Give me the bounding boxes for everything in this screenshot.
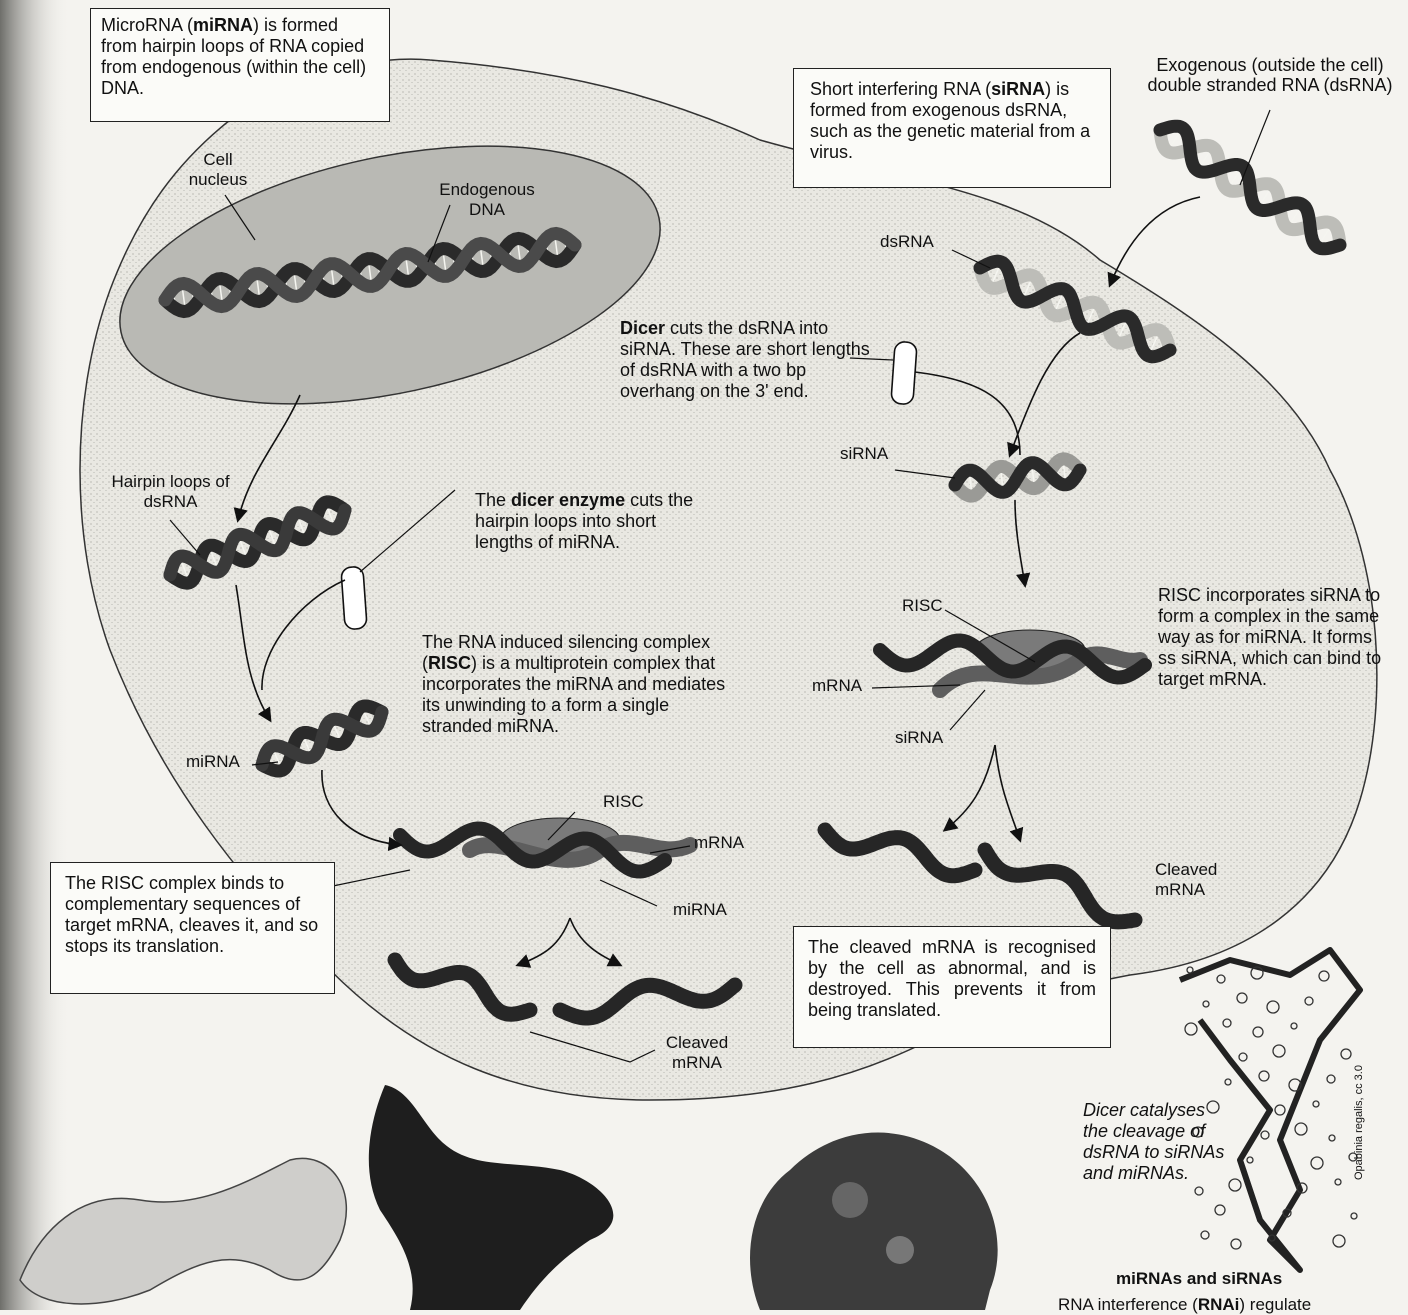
ribbon-coil [1305,997,1313,1005]
text-body: The [475,490,511,510]
ribbon-coil [1223,1019,1231,1027]
ribbon-coil [1237,993,1247,1003]
ribbon-coil [1295,1123,1307,1135]
box-text: The RISC complex binds to complementary … [65,873,318,956]
ribbon-coil [1185,1023,1197,1035]
ribbon-coil [1201,1231,1209,1239]
ribbon-coil [1291,1023,1297,1029]
box-text: MicroRNA ( [101,15,193,35]
ribbon-coil [1335,1179,1341,1185]
ribbon-coil [1261,1131,1269,1139]
risc-incorporates-text: RISC incorporates siRNA to form a comple… [1158,585,1390,690]
ribbon-coil [1225,1079,1231,1085]
ribbon-coil [1351,1213,1357,1219]
ribbon-coil [1187,967,1193,973]
ribbon-coil [1231,1239,1241,1249]
ribbon-coil [1229,1179,1241,1191]
ribbon-coil [1215,1205,1225,1215]
label-mirna-right: miRNA [673,900,727,920]
ribbon-coil [1275,1105,1285,1115]
protein-structure-surface-2 [369,1085,614,1310]
image-credit: Opabinia regalis, cc 3.0 [1353,1065,1365,1180]
ribbon-coil [1273,1045,1285,1057]
text-bold: dicer enzyme [511,490,625,510]
label-risc-right: RISC [902,596,943,616]
mirna-formation-box: MicroRNA (miRNA) is formed from hairpin … [90,8,390,122]
risc-binds-box: The RISC complex binds to complementary … [50,862,335,994]
text-bold: Dicer [620,318,665,338]
label-mrna-left: mRNA [694,833,744,853]
box-bold: miRNA [193,15,253,35]
ribbon-coil [1333,1235,1345,1247]
label-mrna-right: mRNA [812,676,862,696]
ribbon-coil [1313,1101,1319,1107]
ribbon-coil [1217,975,1225,983]
box-bold: siRNA [991,79,1045,99]
label-dsrna: dsRNA [880,232,934,252]
ribbon-coil [1329,1135,1335,1141]
box-text: Short interfering RNA ( [810,79,991,99]
helix-strand [1160,126,1340,249]
ribbon-coil [1247,1157,1253,1163]
label-sirna-bottom: siRNA [895,728,943,748]
ribbon-coil [1203,1001,1209,1007]
ribbon-coil [1239,1053,1247,1061]
exogenous-dsrna-helix [1160,126,1340,249]
protein-structure-surface-3 [750,1133,998,1310]
ribbon-coil [1195,1187,1203,1195]
sirna-formation-box: Short interfering RNA (siRNA) is formed … [793,68,1111,188]
dicer-enzyme-text: The dicer enzyme cuts the hairpin loops … [475,490,715,553]
ribbon-coil [1341,1049,1351,1059]
ribbon-coil [1259,1071,1269,1081]
ribbon-coil [1253,1027,1263,1037]
label-sirna: siRNA [840,444,888,464]
label-mirna: miRNA [186,752,240,772]
ribbon-coil [1327,1075,1335,1083]
dicer-enzyme-icon [341,566,367,629]
text-bold: RISC [428,653,471,673]
cleaved-destroyed-box: The cleaved mRNA is recognised by the ce… [793,926,1111,1048]
dicer-catalyses-caption: Dicer catalyses the cleavage of dsRNA to… [1083,1100,1228,1184]
label-hairpin-loops: Hairpin loops of dsRNA [108,472,233,512]
ribbon-coil [1311,1157,1323,1169]
section-title: miRNAs and siRNAs [1116,1268,1282,1289]
label-exogenous-dsrna: Exogenous (outside the cell) double stra… [1132,55,1408,95]
box-text: The cleaved mRNA is recognised by the ce… [808,937,1096,1020]
page-edge-shadow [0,0,70,1310]
label-cleaved-mrna-right: Cleaved mRNA [1155,860,1235,900]
footer-text-fragment: RNA interference (RNAi) regulate [1058,1294,1311,1315]
dicer-cuts-text: Dicer cuts the dsRNA into siRNA. These a… [620,318,875,402]
text-body: ) regulate [1239,1295,1311,1314]
dicer-enzyme-icon [891,341,917,404]
text-bold: RNAi [1198,1295,1240,1314]
text-body: RNA interference ( [1058,1295,1198,1314]
ribbon-coil [1319,971,1329,981]
label-risc-left: RISC [603,792,644,812]
ribbon-coil [1267,1001,1279,1013]
risc-description-text: The RNA induced silencing complex (RISC)… [422,632,742,737]
label-cleaved-mrna-left: Cleaved mRNA [658,1033,736,1073]
label-endogenous-dna: Endogenous DNA [432,180,542,220]
label-cell-nucleus: Cell nucleus [178,150,258,190]
